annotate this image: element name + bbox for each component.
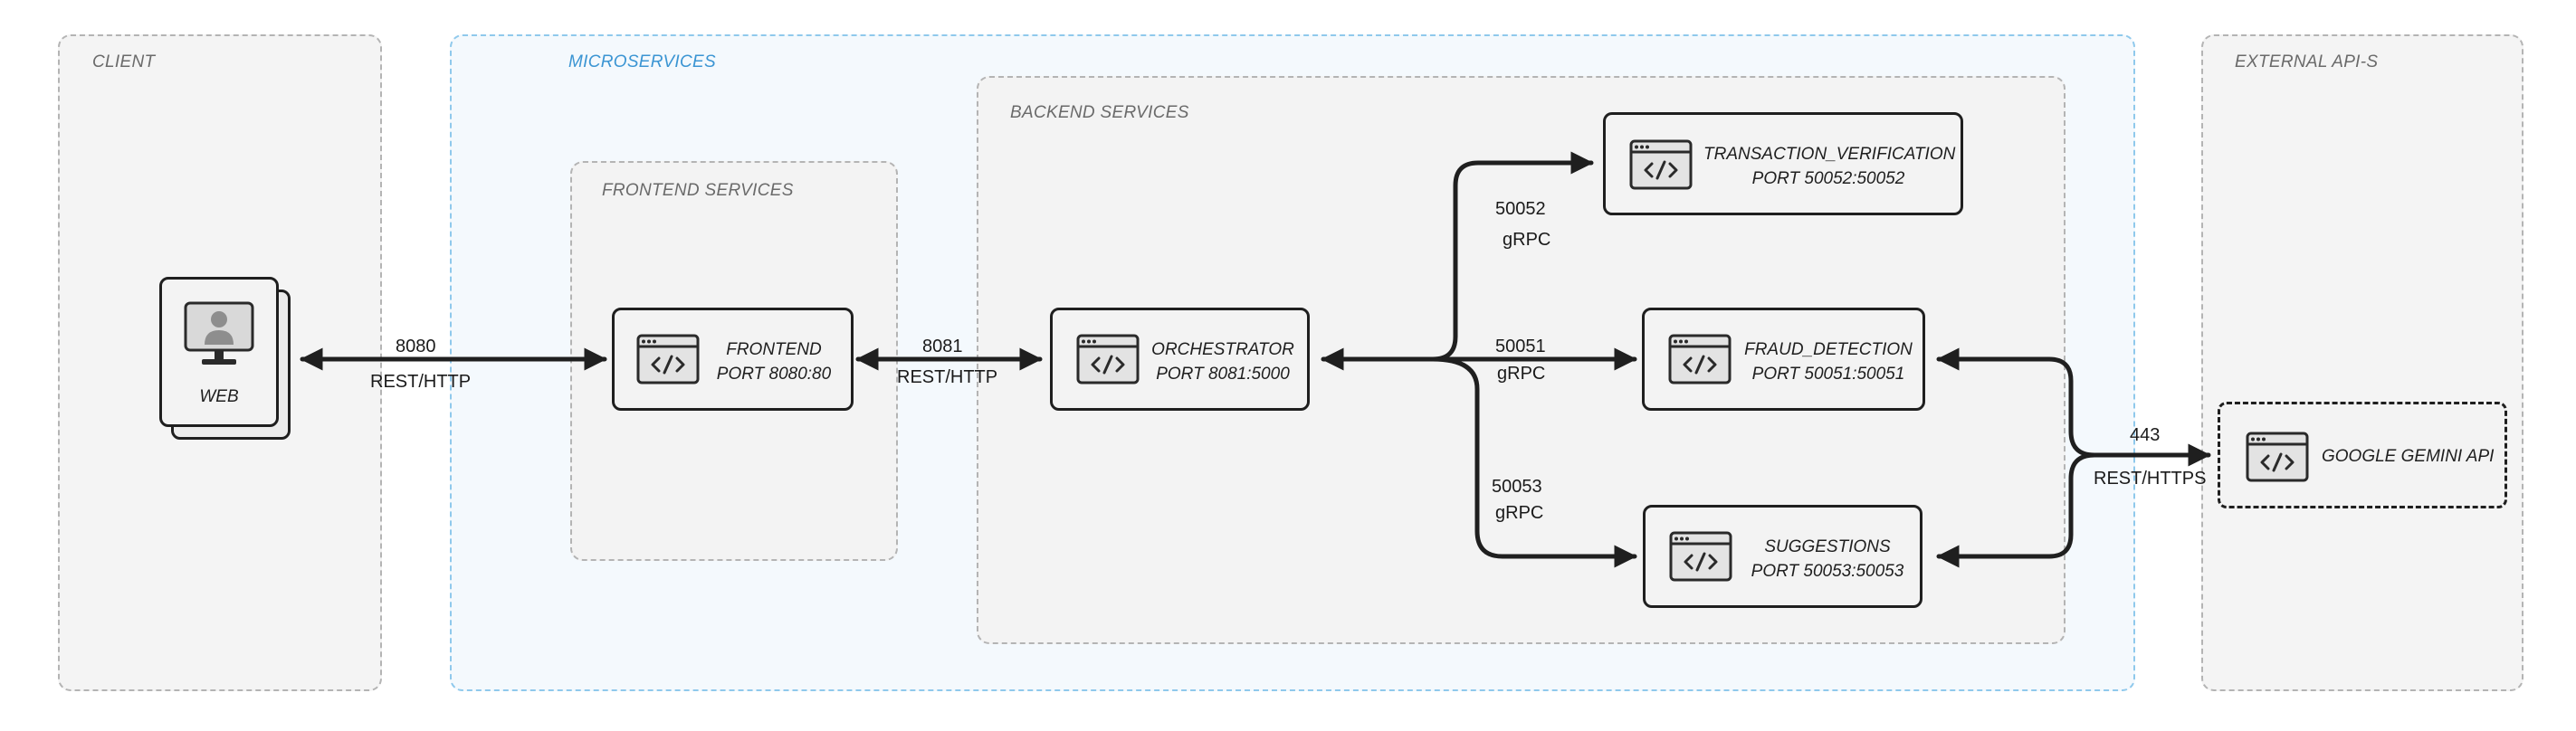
orchestrator-node[interactable]: ORCHESTRATOR PORT 8081:5000 xyxy=(1050,308,1310,411)
edge-label-suggestions-port: 50053 xyxy=(1492,477,1542,497)
code-window-icon xyxy=(636,334,700,384)
edge-label-gemini-protocol: REST/HTTPS xyxy=(2094,469,2207,489)
fraud-detection-node-name: FRAUD_DETECTION xyxy=(1744,340,1913,359)
web-node-label: WEB xyxy=(199,387,239,406)
edge-label-fraud-port: 50051 xyxy=(1495,337,1546,356)
backend-services-group-label: BACKEND SERVICES xyxy=(1010,103,1189,122)
fraud-detection-node-port: PORT 50051:50051 xyxy=(1751,365,1905,384)
code-window-icon xyxy=(1669,531,1732,582)
edge-label-frontend-orchestrator-port: 8081 xyxy=(922,337,963,356)
edge-label-frontend-orchestrator-protocol: REST/HTTP xyxy=(897,367,998,387)
transaction-verification-node[interactable]: TRANSACTION_VERIFICATION PORT 50052:5005… xyxy=(1603,112,1963,215)
google-gemini-api-node[interactable]: GOOGLE GEMINI API xyxy=(2218,402,2507,508)
orchestrator-node-name: ORCHESTRATOR xyxy=(1151,340,1294,359)
external-apis-group-label: EXTERNAL API-S xyxy=(2235,52,2379,71)
code-window-icon xyxy=(1629,139,1693,190)
edge-orchestrator-suggestions xyxy=(1430,356,1637,568)
suggestions-node[interactable]: SUGGESTIONS PORT 50053:50053 xyxy=(1643,505,1922,608)
edge-label-transaction-protocol: gRPC xyxy=(1503,230,1551,250)
microservices-group-label: MICROSERVICES xyxy=(568,52,716,71)
code-window-icon xyxy=(1076,334,1140,384)
google-gemini-api-node-name: GOOGLE GEMINI API xyxy=(2322,447,2495,466)
edge-label-suggestions-protocol: gRPC xyxy=(1495,503,1544,523)
fraud-detection-node[interactable]: FRAUD_DETECTION PORT 50051:50051 xyxy=(1642,308,1925,411)
monitor-user-icon xyxy=(184,301,254,365)
edge-label-transaction-port: 50052 xyxy=(1495,199,1546,219)
suggestions-node-port: PORT 50053:50053 xyxy=(1751,562,1904,581)
frontend-node[interactable]: FRONTEND PORT 8080:80 xyxy=(612,308,854,411)
web-node[interactable]: WEB xyxy=(159,277,279,427)
suggestions-node-name: SUGGESTIONS xyxy=(1764,537,1891,556)
edge-label-web-frontend-protocol: REST/HTTP xyxy=(370,372,472,392)
client-group-label: CLIENT xyxy=(92,52,156,71)
frontend-node-name: FRONTEND xyxy=(726,340,822,359)
edge-fraud-bus xyxy=(1936,347,2097,458)
edge-orchestrator-transaction xyxy=(1430,151,1594,362)
code-window-icon xyxy=(1668,334,1732,384)
edge-label-web-frontend-port: 8080 xyxy=(396,337,436,356)
frontend-node-port: PORT 8080:80 xyxy=(716,365,832,384)
code-window-icon xyxy=(2246,432,2309,482)
edge-suggestions-bus xyxy=(1936,452,2097,568)
transaction-verification-node-name: TRANSACTION_VERIFICATION xyxy=(1703,145,1956,164)
external-apis-group xyxy=(2201,34,2524,691)
transaction-verification-node-port: PORT 50052:50052 xyxy=(1751,169,1905,188)
edge-label-gemini-port: 443 xyxy=(2130,425,2161,445)
edge-label-fraud-protocol: gRPC xyxy=(1497,364,1546,384)
orchestrator-node-port: PORT 8081:5000 xyxy=(1156,365,1290,384)
frontend-services-group-label: FRONTEND SERVICES xyxy=(602,181,794,200)
